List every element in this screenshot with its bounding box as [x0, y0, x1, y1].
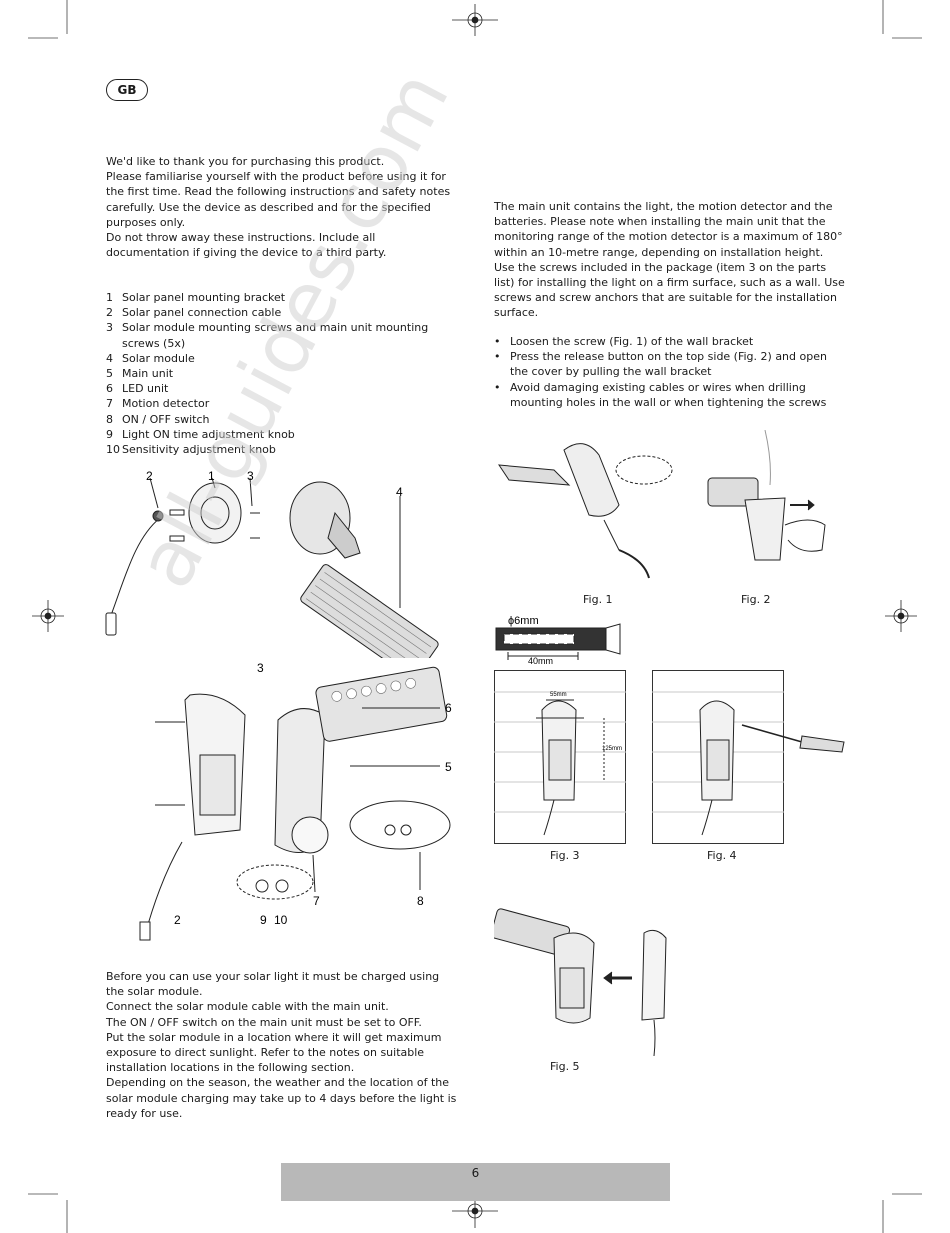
parts-list-item: 2 Solar panel connection cable: [106, 305, 446, 320]
diagram-label: 6: [445, 701, 452, 715]
parts-list-number: 3: [106, 321, 113, 335]
figure-1: [498, 443, 673, 579]
installation-bullet-text: Loosen the screw (Fig. 1) of the wall br…: [510, 335, 754, 348]
parts-list-text: ON / OFF switch: [122, 412, 210, 426]
parts-list-text: Light ON time adjustment knob: [122, 427, 295, 441]
diagram-label: 7: [313, 894, 320, 908]
figure-1-caption: Fig. 1: [583, 593, 613, 606]
parts-list-text: Sensitivity adjustment knob: [122, 443, 276, 457]
figure-5-caption: Fig. 5: [550, 1060, 580, 1073]
dimension-height-label: 125mm: [602, 746, 622, 752]
registration-target-bottom: [452, 1196, 498, 1228]
parts-diagram-top: 2 1 3 4: [105, 469, 439, 658]
motion-detector-7: [291, 816, 329, 854]
installation-bullet: • Avoid damaging existing cables or wires…: [494, 380, 844, 410]
drill-depth-label: 40mm: [528, 656, 553, 666]
switch-panel-8: [349, 800, 451, 850]
parts-list-text: LED unit: [122, 382, 169, 396]
knob-panel: [236, 864, 314, 900]
cable-2: [109, 517, 161, 619]
parts-list-text: Main unit: [122, 367, 174, 381]
mounting-bracket-1: [188, 482, 242, 544]
figure-2-caption: Fig. 2: [741, 593, 771, 606]
parts-list-item: 5 Main unit: [106, 366, 446, 381]
figure-5: [494, 908, 667, 1057]
bullet-icon: •: [494, 335, 501, 348]
diagram-label: 3: [247, 469, 254, 483]
diagram-label: 8: [417, 894, 424, 908]
intro-paragraph: We'd like to thank you for purchasing th…: [106, 155, 451, 260]
cable-plug: [105, 612, 117, 636]
diagram-label: 4: [396, 485, 403, 499]
dimension-width-label: 55mm: [550, 692, 567, 698]
parts-list-item: 4 Solar module: [106, 351, 446, 366]
parts-list-text: Solar module: [122, 351, 195, 365]
figure-3-caption: Fig. 3: [550, 849, 580, 862]
parts-list-number: 1: [106, 291, 113, 304]
page-number: 6: [471, 1166, 480, 1180]
diagram-label: 1: [208, 469, 215, 483]
bullet-icon: •: [494, 380, 501, 394]
parts-diagram-bottom: 3 6 5 2 9 10 7 8: [139, 661, 452, 941]
registration-target-left: [32, 600, 64, 632]
diagram-label: 2: [146, 469, 153, 483]
bullet-icon: •: [494, 350, 501, 364]
parts-list-item: 1 Solar panel mounting bracket: [106, 290, 446, 305]
parts-list-item: 6 LED unit: [106, 381, 446, 396]
installation-paragraph: The main unit contains the light, the mo…: [494, 200, 845, 320]
parts-list-number: 7: [106, 397, 113, 411]
led-unit-6: [315, 666, 448, 742]
diagram-label: 9: [260, 913, 267, 927]
parts-list-text: Solar panel mounting bracket: [122, 291, 286, 304]
parts-list-number: 2: [106, 306, 113, 320]
parts-list-number: 6: [106, 382, 113, 396]
parts-list-item: 9 Light ON time adjustment knob: [106, 427, 446, 442]
diagram-label: 10: [274, 913, 288, 927]
figure-3: 55mm 125mm: [494, 670, 626, 844]
registration-target-top: [452, 4, 498, 36]
diagram-label: 5: [445, 760, 452, 774]
parts-list-text: Motion detector: [122, 397, 210, 411]
diagram-label: 3: [257, 661, 264, 675]
registration-target-right: [885, 600, 917, 632]
drill-diameter-label: ϕ6mm: [508, 615, 539, 627]
installation-bullet: • Press the release button on the top sid…: [494, 349, 844, 379]
figure-2: [707, 430, 826, 561]
parts-list-number: 5: [106, 367, 113, 381]
parts-list-item: 3 Solar module mounting screws and main u…: [106, 320, 446, 350]
parts-list: 1 Solar panel mounting bracket 2 Solar pane…: [106, 290, 446, 457]
figure-4-caption: Fig. 4: [707, 849, 737, 862]
parts-list-text: Solar module mounting screws and main un…: [122, 321, 429, 350]
diagram-label: 2: [174, 913, 181, 927]
parts-list-number: 8: [106, 412, 113, 426]
parts-list-number: 10: [106, 443, 120, 457]
parts-list-item: 7 Motion detector: [106, 396, 446, 411]
installation-bullet-text: Avoid damaging existing cables or wires …: [510, 380, 827, 409]
parts-list-number: 9: [106, 427, 113, 441]
installation-bullet-text: Press the release button on the top side…: [510, 350, 827, 379]
charging-paragraph: Before you can use your solar light it m…: [106, 970, 457, 1120]
installation-bullets: • Loosen the screw (Fig. 1) of the wall b…: [494, 334, 844, 410]
language-badge: GB: [106, 79, 148, 101]
parts-list-text: Solar panel connection cable: [122, 306, 282, 320]
drill-bit-diagram: ϕ6mm 40mm: [495, 615, 621, 666]
figure-4: [652, 670, 845, 844]
page-number-bar: [281, 1163, 670, 1201]
parts-list-number: 4: [106, 351, 113, 365]
parts-list-item: 8 ON / OFF switch: [106, 412, 446, 427]
solar-module-4: [300, 564, 439, 658]
installation-bullet: • Loosen the screw (Fig. 1) of the wall b…: [494, 334, 844, 349]
